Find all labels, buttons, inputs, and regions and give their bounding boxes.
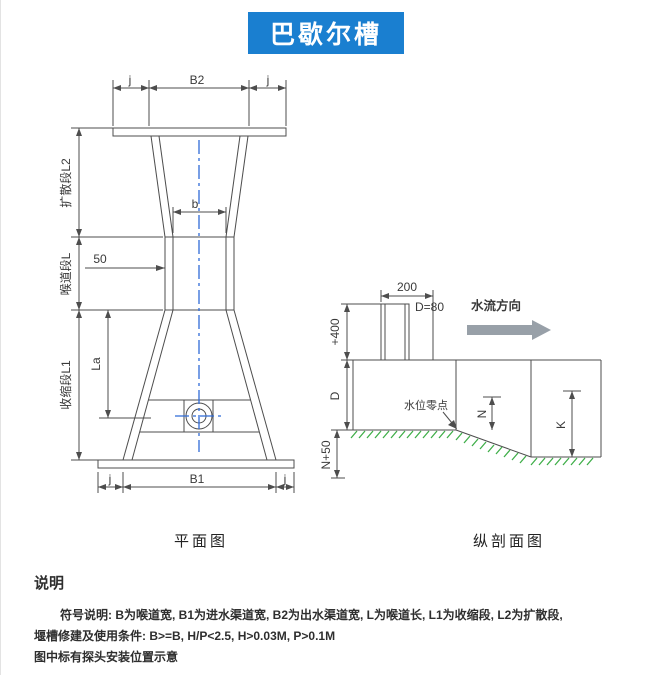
plan-upper-walls [150, 135, 249, 238]
channel-bottom-hatch [350, 430, 594, 466]
dim-la-label: La [89, 357, 103, 371]
dim-d80-label: D=80 [415, 300, 444, 314]
segment-l1-label: 收缩段L1 [58, 360, 73, 410]
dim-b-label: b [192, 197, 199, 211]
dim-n50-label: N+50 [319, 440, 333, 469]
notes-heading: 说明 [34, 575, 65, 592]
dim-k-label: K [554, 421, 568, 429]
dim-j-bottom-right-label: j [283, 472, 287, 486]
segment-l2-label: 扩散段L2 [58, 158, 73, 208]
centerline [175, 140, 223, 452]
plan-b-dimension [172, 207, 227, 233]
section-view-caption: 纵剖面图 [473, 533, 545, 550]
dim-200-label: 200 [397, 280, 417, 294]
plan-bottom-dimension [97, 472, 295, 493]
notes-line-symbols: 符号说明: B为喉道宽, B1为进水渠道宽, B2为出水渠道宽, L为喉道长, … [60, 608, 563, 622]
plan-50-leader [85, 265, 165, 271]
plan-view-caption: 平面图 [174, 533, 228, 550]
segment-l-label: 喉道段L [58, 252, 73, 295]
plan-view: j B2 j [58, 73, 295, 493]
dim-b2-label: B2 [190, 73, 205, 87]
section-200-dimension [380, 290, 434, 360]
notes-line-probe: 图中标有探头安装位置示意 [34, 650, 179, 664]
dim-n-label: N [475, 410, 489, 419]
plan-lower-walls [122, 309, 277, 461]
notes-line-conditions: 堰槽修建及使用条件: B>=B, H/P<2.5, H>0.03M, P>0.1… [34, 629, 336, 643]
flow-direction-label: 水流方向 [471, 298, 521, 313]
dim-b1-label: B1 [190, 472, 205, 486]
plan-la-dimension [99, 310, 151, 419]
dim-j-top-right-label: j [266, 73, 270, 87]
water-zero-label: 水位零点 [404, 398, 448, 412]
dim-50-label: 50 [93, 252, 107, 266]
notes-block: 说明 符号说明: B为喉道宽, B1为进水渠道宽, B2为出水渠道宽, L为喉道… [34, 572, 634, 668]
section-n-dimension [483, 396, 501, 430]
probe-well [380, 303, 410, 361]
water-zero-leader [442, 411, 457, 429]
flume-drawing: j B2 j [58, 73, 602, 550]
plan-left-chain-dimension [71, 127, 163, 461]
dim-d-label: D [328, 391, 342, 400]
dim-j-bottom-left-label: j [108, 472, 112, 486]
flow-direction-arrow-icon [467, 320, 551, 340]
page-title: 巴歇尔槽 [247, 12, 405, 54]
dim-400-label: +400 [328, 318, 342, 345]
section-view: 200 D=80 +400 D [319, 280, 602, 479]
plan-bottom-flange [97, 459, 295, 469]
section-left-chain-dimension [331, 303, 381, 431]
arrowheads [113, 85, 286, 91]
plan-top-dimension [112, 80, 287, 126]
section-n50-dimension [331, 430, 345, 479]
section-k-dimension [563, 390, 581, 457]
channel-profile [352, 359, 602, 458]
dim-j-top-left-label: j [128, 73, 132, 87]
plan-top-flange [112, 127, 287, 137]
